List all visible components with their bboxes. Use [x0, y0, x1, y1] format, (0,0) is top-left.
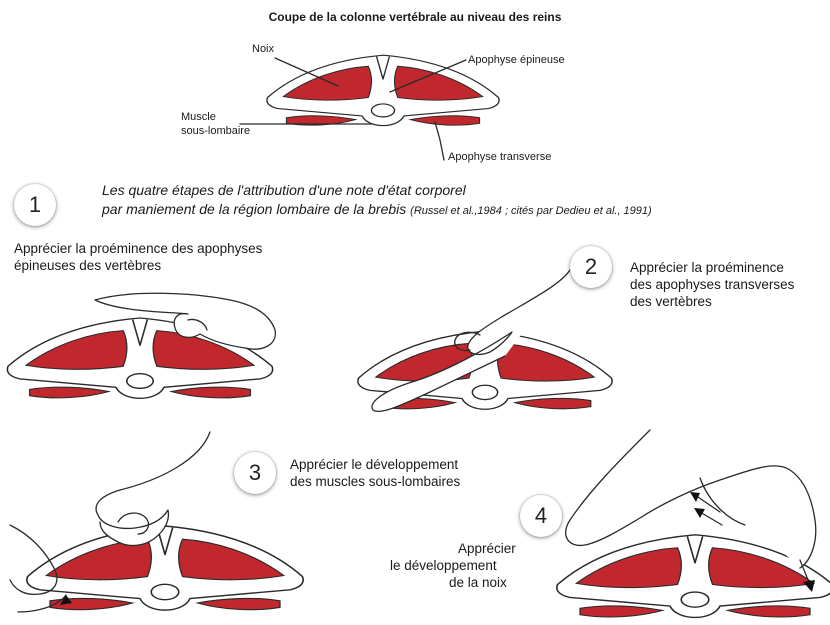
step1-text-line1: Apprécier la proéminence des apophyses: [14, 240, 262, 257]
step2-text-line1: Apprécier la proéminence: [630, 259, 784, 276]
diagram-title: Coupe de la colonne vertébrale au niveau…: [0, 10, 830, 24]
step4-arrow-2: [700, 512, 722, 525]
step3-vertebra: [27, 526, 303, 610]
leader-apophyse-transverse: [435, 122, 444, 160]
heading-line2: par maniement de la région lombaire de l…: [102, 200, 652, 221]
step1-text-line2: épineuses des vertèbres: [14, 257, 161, 274]
step3-text-line2: des muscles sous-lombaires: [290, 473, 460, 490]
label-noix: Noix: [252, 43, 274, 55]
heading-citation: (Russel et al.,1984 ; cités par Dedieu e…: [410, 205, 652, 217]
step3-text-line1: Apprécier le développement: [290, 456, 458, 473]
step2-badge: 2: [570, 246, 612, 288]
step4-arrowhead-2: [694, 508, 705, 518]
step2-text-line2: des apophyses transverses: [630, 276, 794, 293]
step4-text-line1: Apprécier: [458, 540, 516, 557]
step4-text-line2: le développement: [390, 557, 497, 574]
label-sous-lombaire: sous-lombaire: [181, 125, 250, 137]
heading-line1: Les quatre étapes de l'attribution d'une…: [102, 181, 466, 200]
step4-badge: 4: [520, 495, 562, 537]
label-apophyse-transverse: Apophyse transverse: [448, 151, 551, 163]
step1-badge: 1: [14, 184, 56, 226]
step4-text-line3: de la noix: [449, 574, 507, 591]
step2-text-line3: des vertèbres: [630, 293, 712, 310]
step3-hand: [96, 432, 210, 545]
label-apophyse-epineuse: Apophyse épineuse: [468, 54, 565, 66]
heading-main: par maniement de la région lombaire de l…: [102, 201, 406, 217]
label-muscle: Muscle: [181, 111, 216, 123]
reference-vertebra: [267, 55, 499, 125]
step3-badge: 3: [234, 452, 276, 494]
